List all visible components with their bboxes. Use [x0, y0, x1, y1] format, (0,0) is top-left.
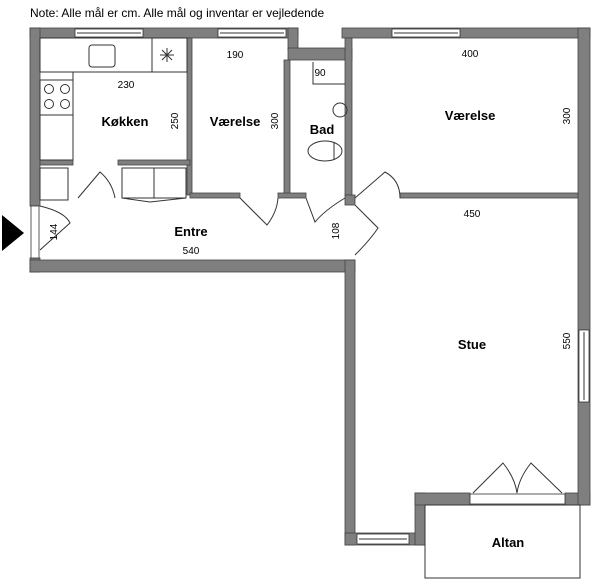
washbasin-icon: [332, 102, 348, 118]
dim-bath-width: 90: [314, 68, 326, 79]
room-label-bedroom2: Værelse: [445, 108, 496, 123]
dim-bedroom1-depth: 300: [270, 112, 281, 129]
balcony-outline: [424, 504, 581, 579]
toilet-icon: [307, 140, 343, 162]
dim-living-depth: 550: [562, 332, 573, 349]
sink-icon: [88, 44, 116, 68]
entrance-arrow-icon: [2, 215, 24, 251]
kitchen-fixtures: [39, 37, 188, 201]
dim-kitchen-width: 230: [118, 80, 135, 91]
dim-entry-door: 108: [331, 222, 342, 239]
dim-bedroom2-width: 400: [462, 49, 479, 60]
dim-entry-depth: 144: [49, 223, 60, 240]
room-label-living: Stue: [458, 337, 486, 352]
room-label-bath: Bad: [310, 122, 335, 137]
room-label-kitchen: Køkken: [102, 114, 149, 129]
dim-bedroom2-depth: 300: [562, 107, 573, 124]
windows: [30, 28, 590, 545]
bath-fixtures: [307, 62, 348, 162]
doors: [39, 171, 563, 494]
dim-entry-width: 540: [183, 246, 200, 257]
room-label-balcony: Altan: [492, 535, 525, 550]
plan-note: Note: Alle mål er cm. Alle mål og invent…: [30, 6, 325, 20]
dim-bedroom1-width: 190: [227, 50, 244, 61]
room-label-bedroom1: Værelse: [210, 114, 261, 129]
room-label-entry: Entre: [174, 224, 207, 239]
fan-icon: [160, 48, 174, 62]
dim-kitchen-depth: 250: [170, 112, 181, 129]
dim-living-width: 450: [464, 209, 481, 220]
